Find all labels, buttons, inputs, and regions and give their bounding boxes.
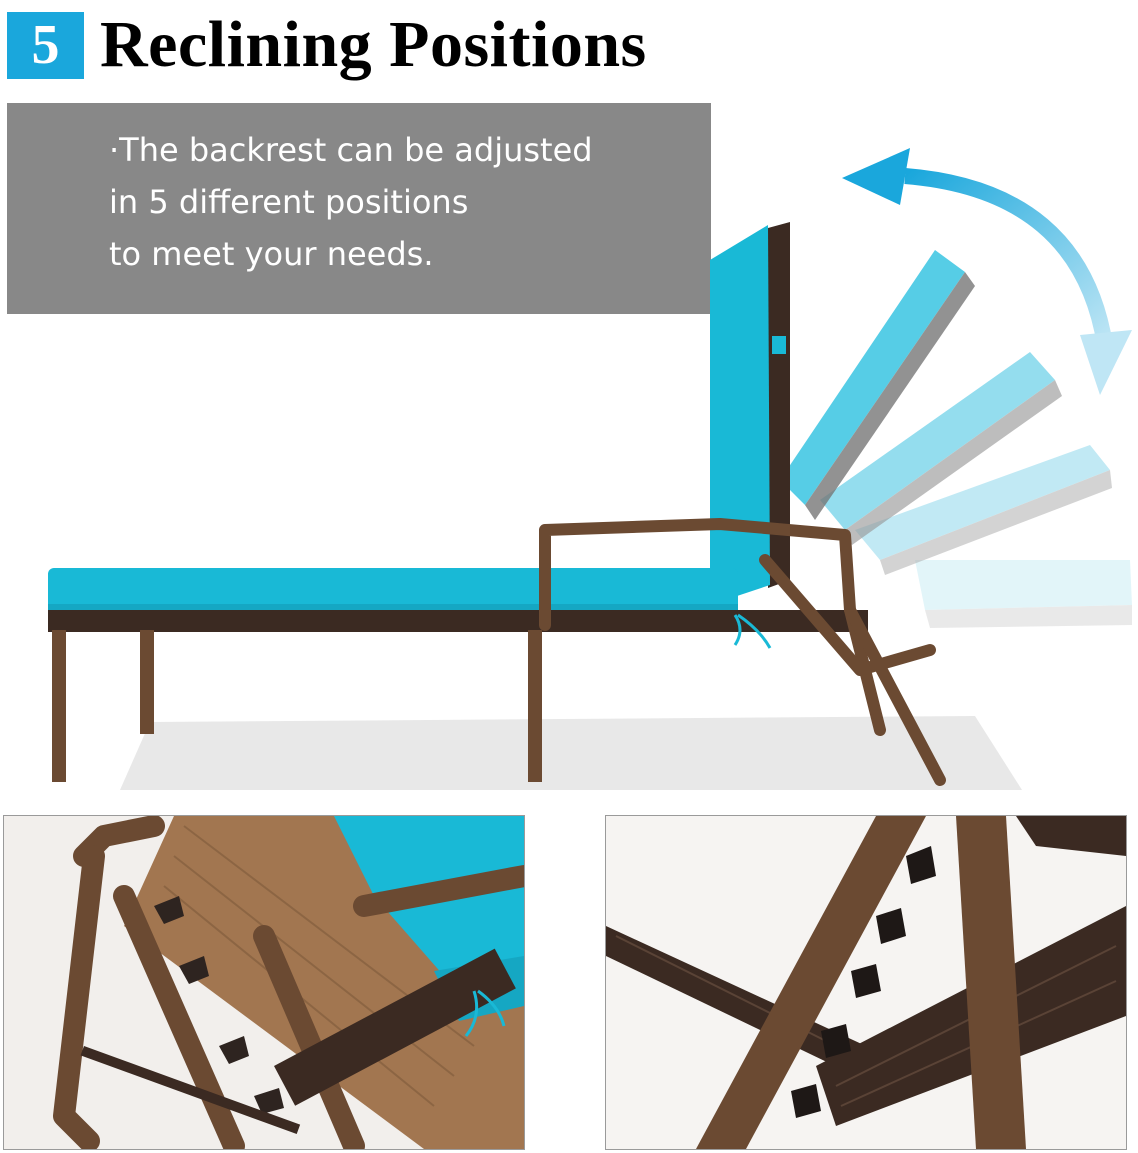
rattan-base [48, 610, 868, 632]
lounge-chair-illustration [48, 148, 1132, 790]
detail-photo-recline-mechanism [3, 815, 525, 1150]
step-number-badge: 5 [7, 12, 84, 79]
seat-cushion [48, 568, 738, 612]
recline-position-2 [780, 250, 975, 520]
recline-position-5 [915, 560, 1132, 628]
recline-position-3 [820, 352, 1062, 545]
floor-shadow [120, 716, 1022, 790]
description-line-1: ·The backrest can be adjusted [109, 131, 593, 169]
badge-number: 5 [31, 14, 60, 76]
description-line-2: in 5 different positions [109, 183, 469, 221]
detail-photo-frame-and-rattan [605, 815, 1127, 1150]
recline-position-4 [855, 445, 1112, 575]
double-headed-curved-arrow-icon [842, 148, 1132, 395]
page-title: Reclining Positions [100, 8, 647, 81]
chair-legs [52, 630, 542, 782]
description-box: ·The backrest can be adjusted in 5 diffe… [7, 103, 711, 314]
cushion-ties [733, 613, 772, 649]
description-line-3: to meet your needs. [109, 235, 434, 273]
backrest-upright [710, 222, 790, 605]
armrest-frame [539, 518, 946, 786]
